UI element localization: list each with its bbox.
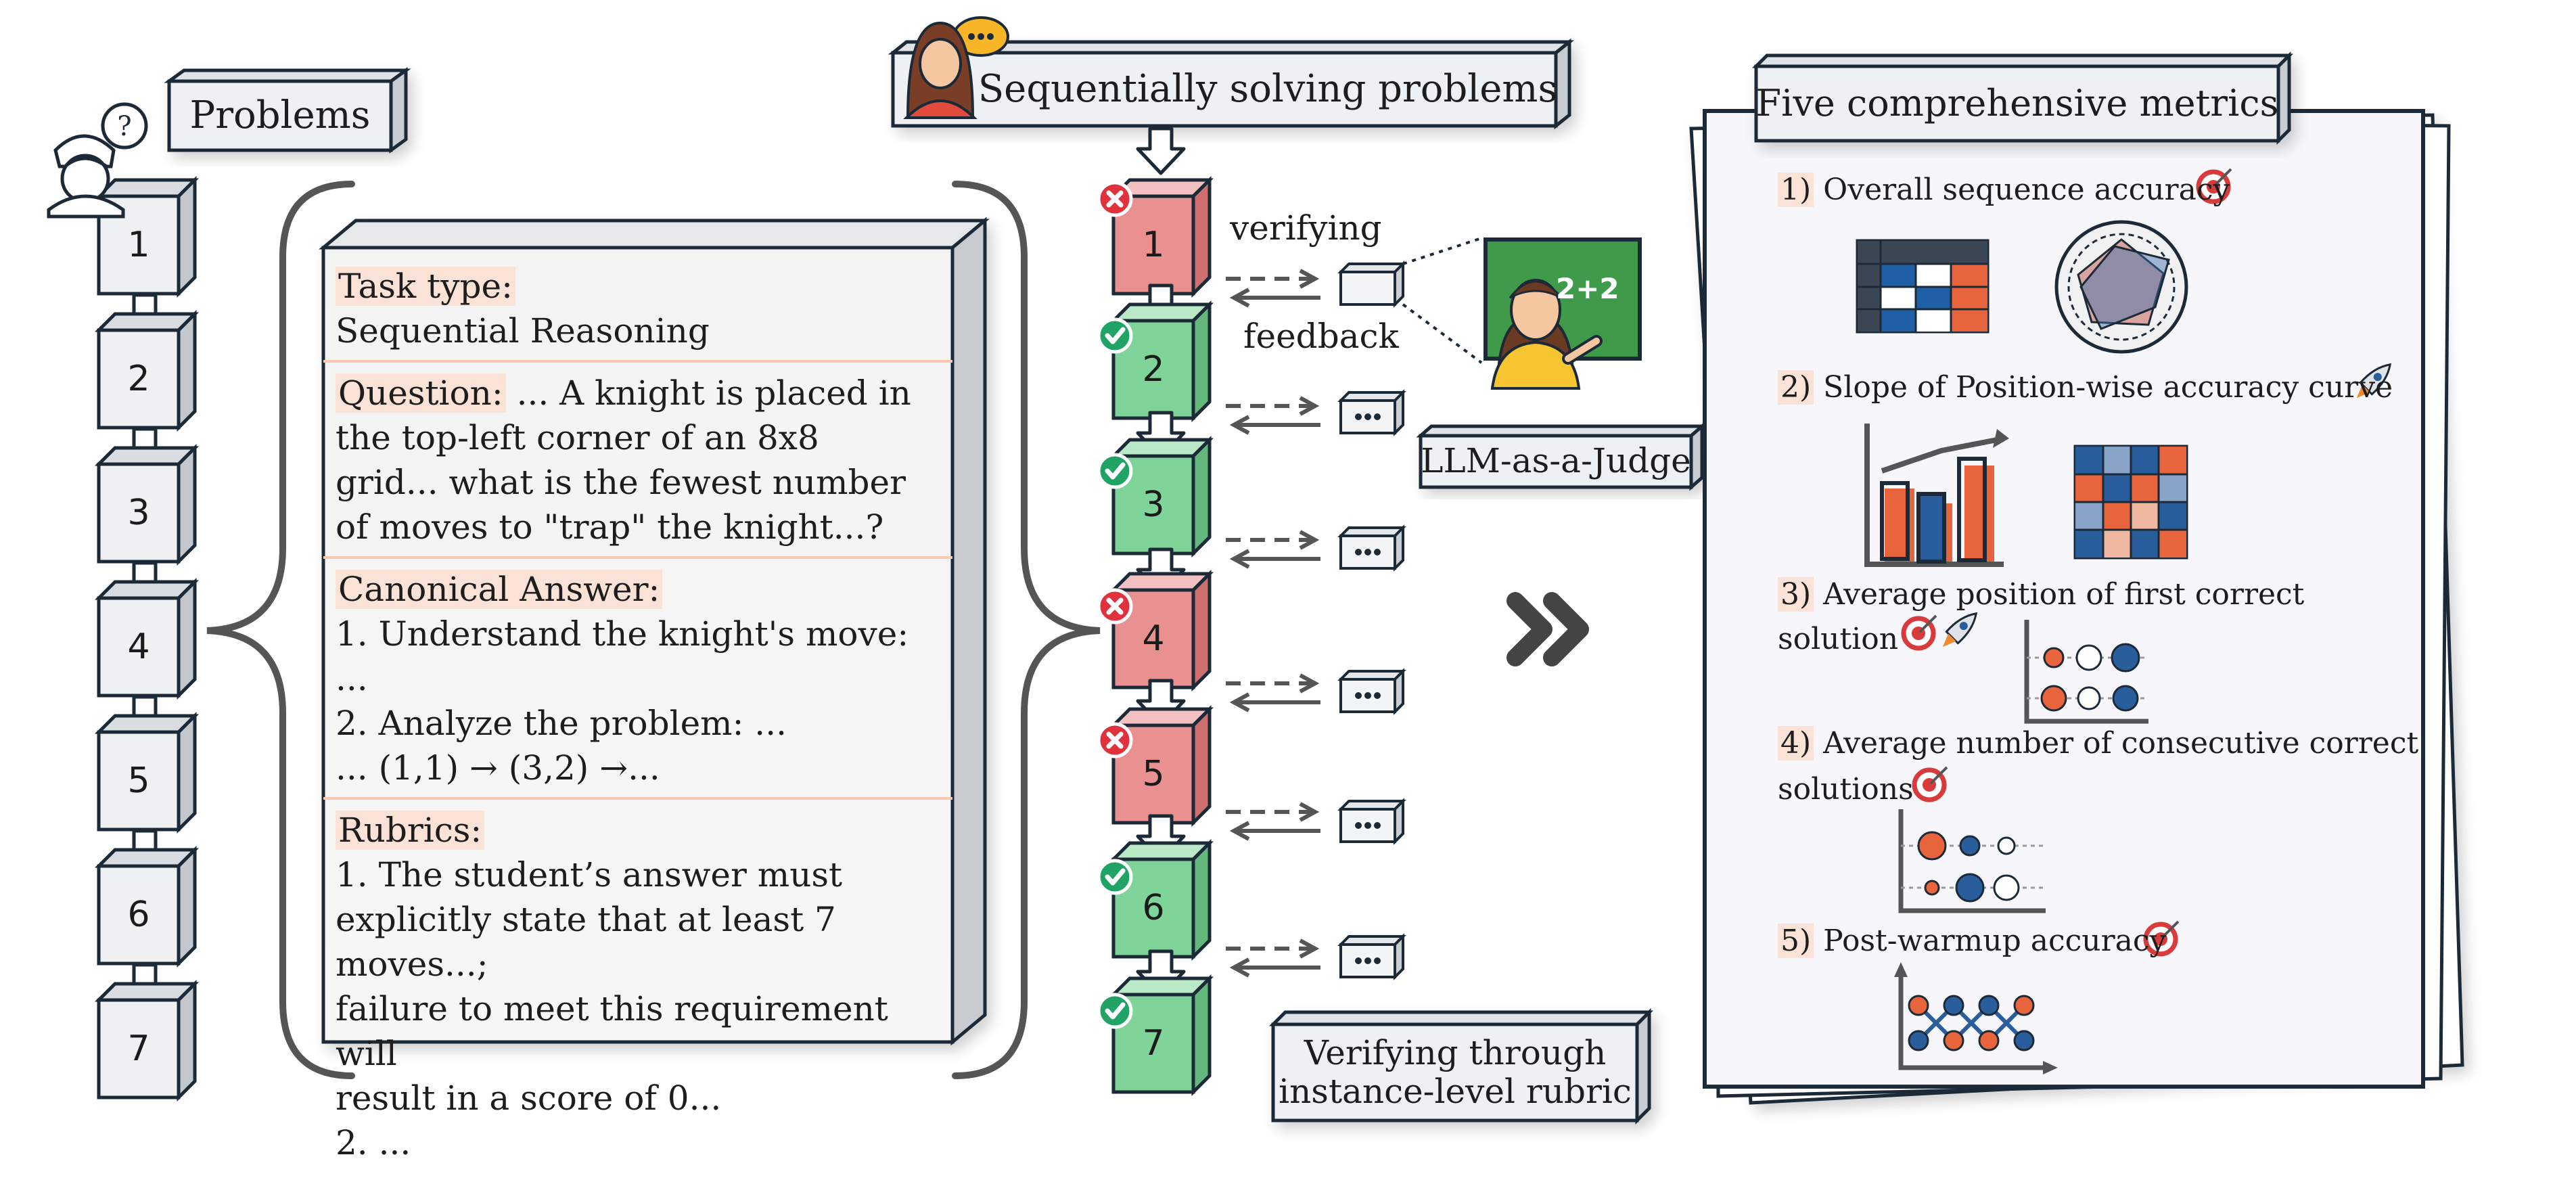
problems-label: Problems	[189, 93, 371, 137]
mini-cube-6	[1339, 935, 1404, 978]
problem-number-1: 1	[127, 225, 150, 265]
rubric-box	[1268, 1007, 1654, 1125]
left-brace	[206, 181, 355, 1079]
solve-number-3: 3	[1142, 484, 1165, 525]
rubric-label-line2: instance-level rubric	[1279, 1072, 1632, 1111]
mini-cube-verify	[1337, 260, 1406, 308]
task-type-value: Sequential Reasoning	[336, 311, 710, 350]
problem-card: Task type: Sequential Reasoning Question…	[323, 248, 952, 1162]
mini-cube-3	[1339, 526, 1404, 570]
card-divider	[323, 556, 952, 559]
person-question-icon: ?	[47, 102, 148, 219]
solve-number-7: 7	[1142, 1023, 1165, 1064]
radar-chart-icon	[2054, 220, 2188, 354]
card-divider	[323, 360, 952, 363]
double-chevron-icon	[1506, 592, 1589, 666]
heatmap-icon	[2073, 445, 2188, 560]
metric-4: 4) Average number of consecutive correct	[1778, 721, 2418, 766]
rubric-label: Verifying through instance-level rubric	[1273, 1024, 1637, 1120]
metrics-paper-stack	[1689, 109, 2464, 1105]
right-brace	[952, 181, 1101, 1079]
metric-3-num: 3)	[1778, 577, 1814, 612]
mini-cube-4	[1339, 670, 1404, 713]
target-icon	[2196, 168, 2232, 204]
rubric-label-line1: Verifying through	[1304, 1032, 1607, 1072]
problem-number-7: 7	[127, 1028, 150, 1069]
sequential-label: Sequentially solving problems	[978, 66, 1558, 111]
line-chart-icon	[1894, 962, 2058, 1074]
feedback-arrows	[1226, 269, 1320, 978]
solve-number-5: 5	[1142, 754, 1165, 794]
question-text: ... A knight is placed in the top-left c…	[336, 373, 911, 547]
target-icon	[2143, 920, 2180, 957]
problem-number-4: 4	[127, 627, 150, 667]
metric-5-text: Post-warmup accuracy	[1814, 924, 2167, 958]
metric-4-num: 4)	[1778, 726, 1814, 761]
verifying-label: verifying	[1230, 208, 1382, 248]
metric-2: 2) Slope of Position-wise accuracy curve	[1778, 365, 2393, 410]
problem-number-3: 3	[127, 493, 150, 533]
teacher-icon	[1484, 237, 1642, 390]
judge-box	[1416, 422, 1707, 491]
woman-thinking-icon	[903, 16, 1009, 119]
metric-5: 5) Post-warmup accuracy	[1778, 919, 2166, 963]
metric-4-line2: solutions	[1778, 772, 1914, 807]
question-label: Question:	[336, 373, 506, 413]
problems-box	[164, 67, 411, 154]
solve-number-6: 6	[1142, 888, 1165, 928]
solve-number-2: 2	[1142, 349, 1165, 390]
answer-text: 1. Understand the knight's move: ... 2. …	[336, 614, 909, 788]
mini-cube-2	[1339, 391, 1404, 434]
solve-number-1: 1	[1142, 225, 1165, 265]
metric-2-num: 2)	[1778, 370, 1814, 405]
feedback-label: feedback	[1243, 317, 1399, 356]
metric-1: 1) Overall sequence accuracy	[1778, 168, 2230, 212]
rocket-icon	[1942, 612, 1978, 648]
judge-label: LLM-as-a-Judge	[1421, 441, 1691, 481]
zoom-line-top	[1402, 237, 1482, 265]
metric-3-text: Average position of first correct	[1814, 577, 2305, 612]
metrics-label: Five comprehensive metrics	[1755, 81, 2279, 124]
task-type-label: Task type:	[336, 267, 515, 306]
problem-number-6: 6	[127, 894, 150, 935]
target-icon	[1901, 614, 1937, 651]
sequential-box	[888, 38, 1575, 130]
zoom-line-bottom	[1402, 303, 1483, 364]
board-text: 2+2	[1556, 272, 1619, 305]
solve-number-4: 4	[1142, 618, 1165, 659]
table-icon	[1856, 239, 1990, 334]
rubrics-text: 1. The student’s answer must explicitly …	[336, 855, 888, 1162]
metrics-box	[1751, 51, 2294, 145]
rubrics-label: Rubrics:	[336, 811, 485, 850]
metric-3-line2: solution	[1778, 622, 1899, 656]
problem-number-2: 2	[127, 359, 150, 399]
mini-cube-5	[1339, 800, 1404, 843]
svg-text:?: ?	[117, 111, 131, 142]
dot-grid-icon-3	[2024, 620, 2148, 724]
problem-number-5: 5	[127, 761, 150, 801]
metric-5-num: 5)	[1778, 924, 1814, 958]
answer-label: Canonical Answer:	[336, 570, 663, 609]
rocket-icon	[2356, 363, 2392, 399]
dot-grid-icon-4	[1898, 809, 2046, 913]
card-divider	[323, 797, 952, 800]
target-icon	[1912, 766, 1948, 802]
metric-2-text: Slope of Position-wise accuracy curve	[1814, 370, 2393, 405]
metric-4-text: Average number of consecutive correct	[1814, 726, 2419, 761]
metric-1-num: 1)	[1778, 173, 1814, 207]
metric-3: 3) Average position of first correct	[1778, 572, 2304, 617]
metric-1-text: Overall sequence accuracy	[1814, 173, 2230, 207]
bar-trend-icon	[1864, 424, 2009, 567]
